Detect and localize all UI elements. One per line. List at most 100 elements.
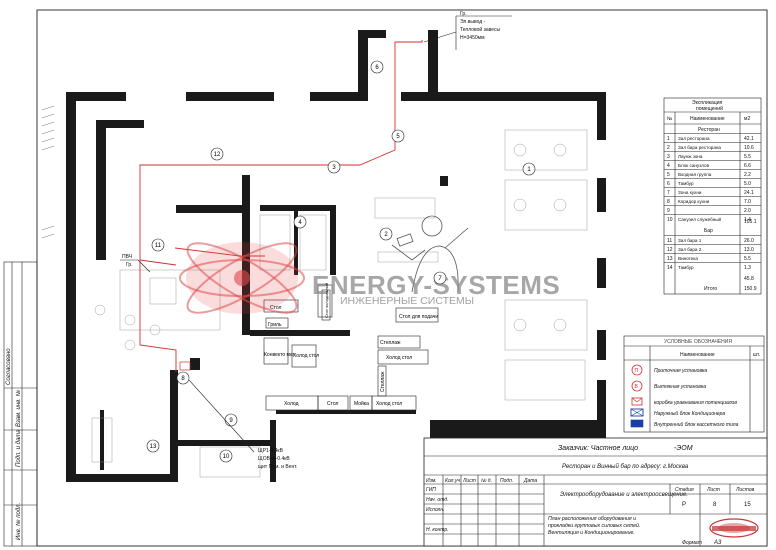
tb-sheet: 8 xyxy=(713,502,717,508)
tb-role-nkontr: Н. контр. xyxy=(426,527,449,533)
tb-role-nach: Нач. отд. xyxy=(426,497,448,503)
room-restaurant-cell: 9 xyxy=(667,208,670,214)
room-restaurant-cell: 2.0 xyxy=(744,208,751,214)
tb-head-list: Лист xyxy=(462,478,476,484)
svg-text:11: 11 xyxy=(155,243,162,249)
legend-item-2: Вытяжная установка xyxy=(654,384,706,390)
room-restaurant-cell: Зал бара ресторана xyxy=(678,145,721,150)
svg-text:Эл.вывод -: Эл.вывод - xyxy=(460,19,486,25)
label-stol-1: Стол xyxy=(270,305,282,311)
legend: УСЛОВНЫЕ ОБОЗНАЧЕНИЯ Наименование шт. П … xyxy=(623,335,765,433)
svg-text:ЩР1-0.4кВ: ЩР1-0.4кВ xyxy=(258,448,284,454)
tb-sheet-desc-line: прокладки групповых силовых сетей. xyxy=(548,522,640,529)
tb-role-ispoln: Исполн. xyxy=(426,507,444,513)
legend-item-1: Приточная установка xyxy=(654,368,707,374)
tb-head-data: Дата xyxy=(523,478,537,484)
marker-2: 2 xyxy=(379,227,393,241)
room-restaurant-cell: 42.1 xyxy=(744,136,754,142)
room-bar-cell: Тамбур xyxy=(678,265,694,270)
furniture xyxy=(91,129,588,478)
svg-text:ЩОВиК-0.4кВ: ЩОВиК-0.4кВ xyxy=(258,456,290,462)
room-restaurant-cell: 4 xyxy=(667,163,670,169)
worker-icon xyxy=(391,215,469,293)
svg-text:4: 4 xyxy=(298,220,302,226)
rooms-title-1: Экспликация xyxy=(692,100,722,106)
marker-8: 8 xyxy=(176,371,190,385)
room-restaurant-cell: Коридор кухни xyxy=(678,199,710,204)
rooms-total-value: 150.9 xyxy=(744,286,757,292)
svg-text:13: 13 xyxy=(150,444,157,450)
room-bar-cell: 12 xyxy=(667,247,673,253)
rooms-head-area: м2 xyxy=(744,116,750,122)
label-stol-podachi: Стол для подачи xyxy=(399,314,438,320)
room-bar-cell: Зал бара 1 xyxy=(678,238,702,243)
label-gril: Гриль xyxy=(268,322,282,328)
marker-4: 4 xyxy=(293,215,307,229)
room-bar-cell: 13 xyxy=(667,256,673,262)
callout-air-outlet: Гр. Эл.вывод - Тепловой завесы H=3450мм xyxy=(423,11,512,50)
room-restaurant-cell: 5.5 xyxy=(744,154,751,160)
rooms-table: Экспликация помещений № Наименование м2 … xyxy=(663,97,762,295)
label-stol-2: Стол xyxy=(327,401,339,407)
label-stellazh: Стеллаж xyxy=(380,340,401,346)
side-stamp: Согласовано Взам. инв. № Подп. и дата Ин… xyxy=(3,261,38,547)
tb-head-izm: Изм. xyxy=(426,478,437,484)
marker-10: 10 xyxy=(219,449,233,463)
svg-text:8: 8 xyxy=(181,376,185,382)
label-holod-stol-2: Холод стол xyxy=(376,401,402,407)
stamp-replace-inv: Взам. инв. № xyxy=(15,389,22,427)
legend-col-qty: шт. xyxy=(753,352,760,358)
room-bar-cell: 13.0 xyxy=(744,247,754,253)
svg-text:Гр.: Гр. xyxy=(126,262,133,268)
legend-item-5: Внутренний блок кассетного типа xyxy=(654,421,739,428)
room-bar-cell: 14 xyxy=(667,265,673,271)
tb-format: А3 xyxy=(713,540,722,546)
company-logo xyxy=(709,518,759,538)
room-restaurant-cell: Санузел служебный xyxy=(678,216,722,222)
room-restaurant-cell: 5.0 xyxy=(744,181,751,187)
tb-sheet-label: Лист xyxy=(706,487,720,493)
rooms-head-no: № xyxy=(667,116,672,122)
room-restaurant-cell: Лаунж зона xyxy=(678,154,703,159)
tb-doc-title-text: Электрооборудование и электроосвещение. xyxy=(560,492,688,498)
svg-text:1: 1 xyxy=(527,167,531,173)
room-restaurant-cell: 24.1 xyxy=(744,190,754,196)
label-holod-stol-small: Холод стол xyxy=(293,353,319,359)
room-restaurant-cell: 2.2 xyxy=(744,172,751,178)
room-markers: 1 2 3 4 5 6 7 8 9 10 11 12 13 xyxy=(146,60,536,463)
rooms-title-2: помещений xyxy=(696,105,723,112)
room-restaurant-cell: Зона кухни xyxy=(678,190,702,195)
tb-sheet-desc-line: Вентиляция и Кондиционирование. xyxy=(548,530,635,536)
marker-12: 12 xyxy=(210,147,224,161)
rooms-total-label: Итого xyxy=(704,286,717,292)
marker-7: 7 xyxy=(433,271,447,285)
label-moyka: Мойка xyxy=(354,400,369,407)
svg-text:5: 5 xyxy=(396,134,400,140)
legend-col-name: Наименование xyxy=(680,352,715,358)
tb-sheet-desc-line: План расположения оборудования и xyxy=(548,516,636,522)
room-restaurant-cell: 6.6 xyxy=(744,163,751,169)
room-restaurant-cell: 2 xyxy=(667,145,670,151)
svg-text:10: 10 xyxy=(223,454,230,460)
tb-sheets-label: Листов xyxy=(735,487,755,493)
room-restaurant-cell: Зал ресторана xyxy=(678,136,710,141)
rooms-section-restaurant: Ресторан xyxy=(698,127,720,133)
tb-customer: Заказчик: Частное лицо xyxy=(558,445,638,452)
tb-stage: Р xyxy=(682,502,686,508)
room-restaurant-cell: Входная группа xyxy=(678,172,712,177)
tb-head-kol: Кол.уч xyxy=(445,478,460,484)
svg-text:3: 3 xyxy=(332,165,336,171)
stamp-sign-date: Подп. и дата xyxy=(16,429,22,467)
svg-text:9: 9 xyxy=(229,418,233,424)
svg-text:Тепловой завесы: Тепловой завесы xyxy=(460,26,501,33)
label-stol-holod-vert: Стол холодильный xyxy=(324,283,329,318)
tb-head-nd: № д. xyxy=(481,478,492,484)
room-restaurant-cell: Блок санузлов xyxy=(678,163,710,168)
tb-code: -ЭОМ xyxy=(674,445,693,452)
marker-1: 1 xyxy=(522,162,536,176)
tb-format-label: Формат xyxy=(682,540,702,546)
svg-text:щит Пом. и Вент.: щит Пом. и Вент. xyxy=(258,464,297,470)
